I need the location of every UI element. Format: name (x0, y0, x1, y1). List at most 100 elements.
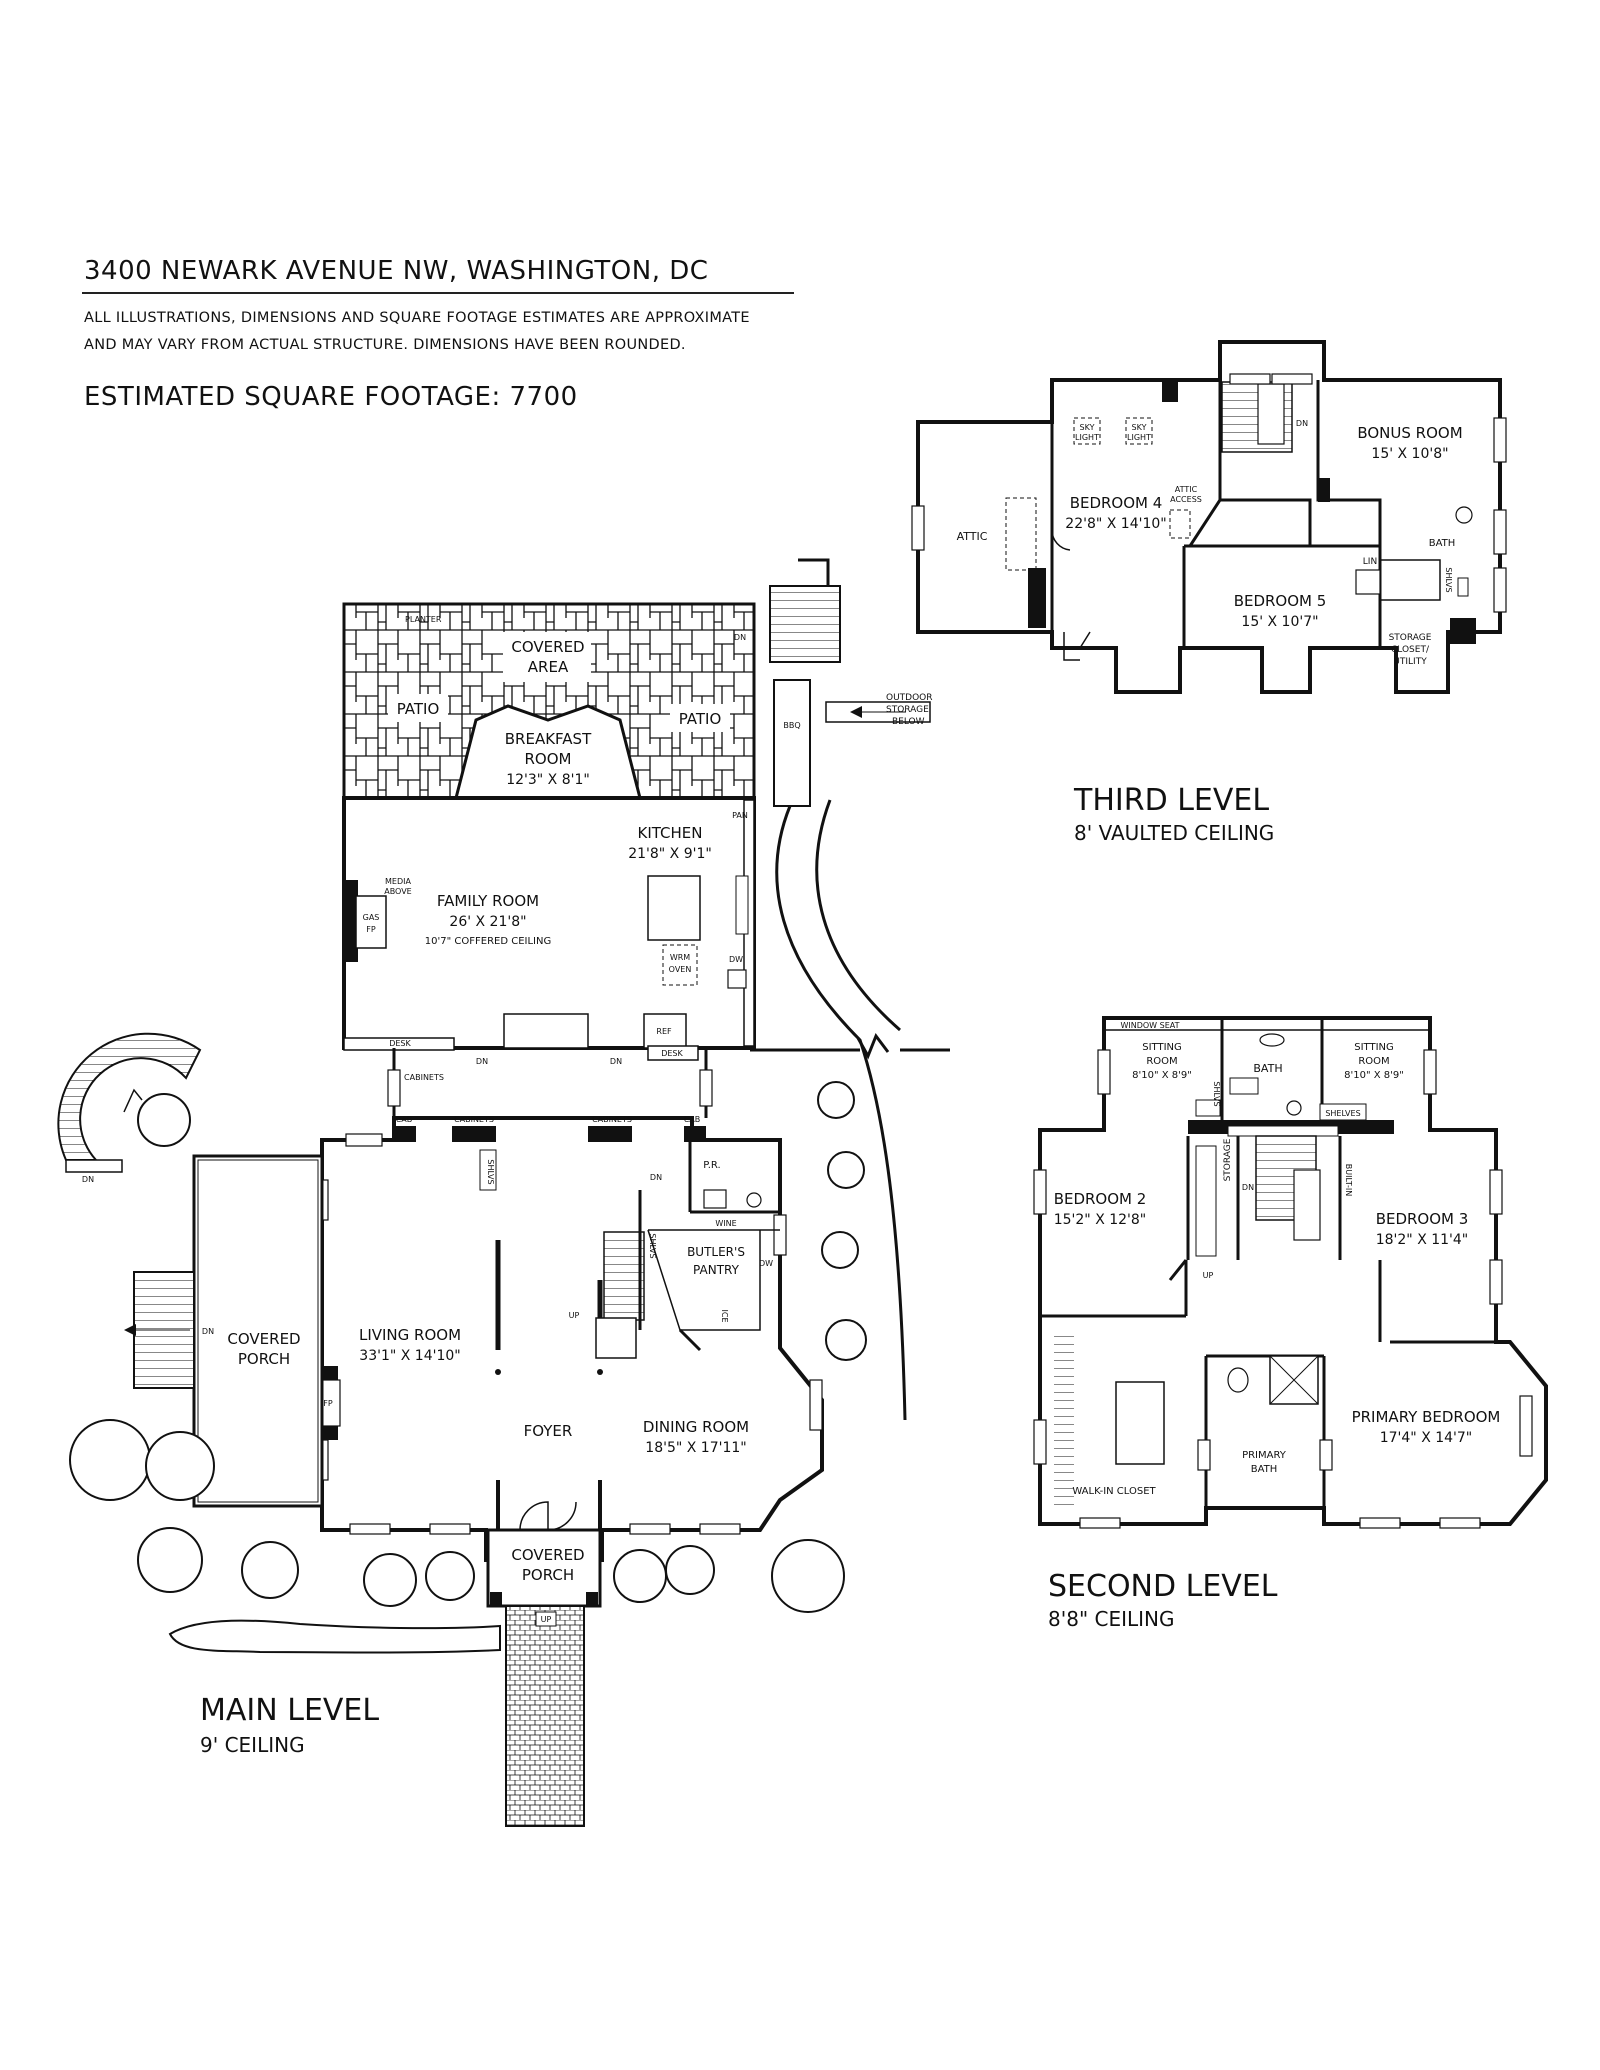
ice-label: ICE (720, 1310, 729, 1323)
front-porch (486, 1528, 602, 1608)
landscape-trees (69, 1081, 867, 1654)
covered-area-label-2: AREA (528, 658, 569, 676)
butlers-pantry-label-2: PANTRY (693, 1263, 740, 1277)
bedroom-3-label: BEDROOM 3 (1376, 1210, 1469, 1228)
second-level-ceiling: 8'8" CEILING (1048, 1607, 1175, 1631)
porch-dn-label: DN (202, 1327, 214, 1336)
spiral-stair (57, 1032, 202, 1161)
main-stair (603, 1231, 645, 1321)
sitting-room-left-label-2: ROOM (1146, 1056, 1177, 1067)
outdoor-label-1: OUTDOOR (886, 693, 933, 703)
bedroom-2-label: BEDROOM 2 (1054, 1190, 1147, 1208)
front-porch-label-2: PORCH (522, 1566, 574, 1584)
second-up-label: UP (1203, 1271, 1214, 1280)
stair-shelves-label: SHLVS (648, 1233, 657, 1258)
property-address: 3400 NEWARK AVENUE NW, WASHINGTON, DC (84, 256, 709, 286)
warming-oven-label-2: OVEN (669, 965, 692, 974)
storage-label: STORAGE (1223, 1138, 1233, 1181)
dn-label-a: DN (476, 1057, 488, 1066)
pantry-dishwasher-label: DW (759, 1259, 773, 1268)
cabinets-right (588, 1126, 632, 1142)
warming-oven-label-1: WRM (670, 953, 690, 962)
main-level-title: MAIN LEVEL (200, 1693, 379, 1728)
third-dn-label: DN (1296, 419, 1308, 428)
attic-access-label-2: ACCESS (1170, 495, 1202, 504)
side-porch-label-1: COVERED (227, 1330, 300, 1348)
third-level-ceiling: 8' VAULTED CEILING (1074, 821, 1274, 845)
dn-label-b: DN (610, 1057, 622, 1066)
planter-label: PLANTER (405, 615, 442, 624)
cab-right-label: CAB (684, 1115, 701, 1124)
breakfast-room-label-2: ROOM (525, 750, 572, 768)
media-label-2: ABOVE (384, 887, 412, 896)
bonus-room-label: BONUS ROOM (1357, 424, 1462, 442)
covered-area-label-1: COVERED (511, 638, 584, 656)
stair-up-label: UP (569, 1311, 580, 1320)
patio-stairs (769, 585, 841, 663)
third-bath-label: BATH (1429, 538, 1456, 549)
cabinets-low-label: CABINETS (404, 1073, 444, 1082)
breakfast-room-dim: 12'3" X 8'1" (506, 772, 590, 788)
living-fp-label: FP (323, 1399, 333, 1408)
patio-dn-label: DN (734, 633, 746, 642)
bbq-label: BBQ (783, 721, 800, 730)
primary-bath-label-2: BATH (1251, 1464, 1278, 1475)
second-level: WINDOW SEAT SITTING ROOM 8'10" X 8'9" BA… (1033, 1016, 1548, 1631)
main-level: PLANTER COVERED AREA PATIO PATIO BREAKFA… (57, 558, 950, 1827)
brick-walkway (505, 1605, 585, 1827)
bedroom-3-dim: 18'2" X 11'4" (1376, 1232, 1469, 1248)
refrigerator-label: REF (656, 1027, 672, 1036)
family-room-ceiling: 10'7" COFFERED CEILING (425, 936, 551, 947)
primary-bedroom-dim: 17'4" X 14'7" (1380, 1430, 1473, 1446)
walk-in-closet-label: WALK-IN CLOSET (1072, 1486, 1156, 1497)
second-level-title: SECOND LEVEL (1048, 1569, 1278, 1604)
sitting-room-right-dim: 8'10" X 8'9" (1344, 1070, 1404, 1081)
patio-left-label-bg (388, 694, 448, 722)
living-room-label: LIVING ROOM (359, 1326, 461, 1344)
attic-label: ATTIC (957, 530, 988, 543)
primary-bath-label-1: PRIMARY (1242, 1450, 1287, 1461)
foyer-label: FOYER (524, 1422, 573, 1440)
wine-label: WINE (715, 1219, 736, 1228)
cabinets-left (452, 1126, 496, 1142)
skylight-2-label-2: LIGHT (1127, 433, 1151, 442)
primary-bedroom-label: PRIMARY BEDROOM (1352, 1408, 1501, 1426)
sitting-room-left-dim: 8'10" X 8'9" (1132, 1070, 1192, 1081)
covered-area-label-bg (503, 632, 591, 682)
second-dn-label: DN (1242, 1183, 1254, 1192)
desk-right-label: DESK (661, 1049, 683, 1058)
walk-up-label: UP (541, 1615, 552, 1624)
skylight-1-label-2: LIGHT (1075, 433, 1099, 442)
living-room-dim: 33'1" X 14'10" (359, 1348, 460, 1364)
kitchen-dim: 21'8" X 9'1" (628, 846, 712, 862)
main-house-outline (320, 1116, 824, 1562)
third-shelves-label: SHLVS (1444, 567, 1453, 592)
bedroom-5-label: BEDROOM 5 (1234, 592, 1327, 610)
dining-room-dim: 18'5" X 17'11" (645, 1440, 746, 1456)
family-fireplace (344, 880, 358, 962)
linen-label: LIN (1363, 557, 1377, 567)
stair-dn-label: DN (650, 1173, 662, 1182)
outdoor-label-3: BELOW (892, 717, 925, 727)
disclaimer-line-2: AND MAY VARY FROM ACTUAL STRUCTURE. DIME… (84, 337, 686, 353)
storage-closet-label-1: STORAGE (1389, 633, 1432, 643)
bedroom-5-dim: 15' X 10'7" (1241, 614, 1318, 630)
kitchen-island (647, 875, 701, 941)
second-bath-label: BATH (1253, 1062, 1282, 1075)
butlers-pantry-label-1: BUTLER'S (687, 1245, 745, 1259)
third-level: ATTIC SKY LIGHT SKY LIGHT ATTIC ACCESS B… (911, 340, 1507, 845)
cabinets-mid-right-label: CABINETS (592, 1115, 632, 1124)
walk-in-closet-island (1115, 1381, 1165, 1465)
header-divider (82, 292, 794, 294)
breakfast-room-label-1: BREAKFAST (505, 730, 592, 748)
cabinets-mid-left-label: CABINETS (454, 1115, 494, 1124)
desk-left-label: DESK (389, 1039, 411, 1048)
spiral-dn-label: DN (82, 1175, 94, 1184)
front-porch-label-1: COVERED (511, 1546, 584, 1564)
kitchen-label: KITCHEN (638, 824, 703, 842)
patio-right-label-bg (670, 704, 730, 732)
window-seat-label: WINDOW SEAT (1120, 1021, 1179, 1030)
patio-left-label: PATIO (397, 700, 440, 718)
main-level-ceiling: 9' CEILING (200, 1733, 305, 1757)
